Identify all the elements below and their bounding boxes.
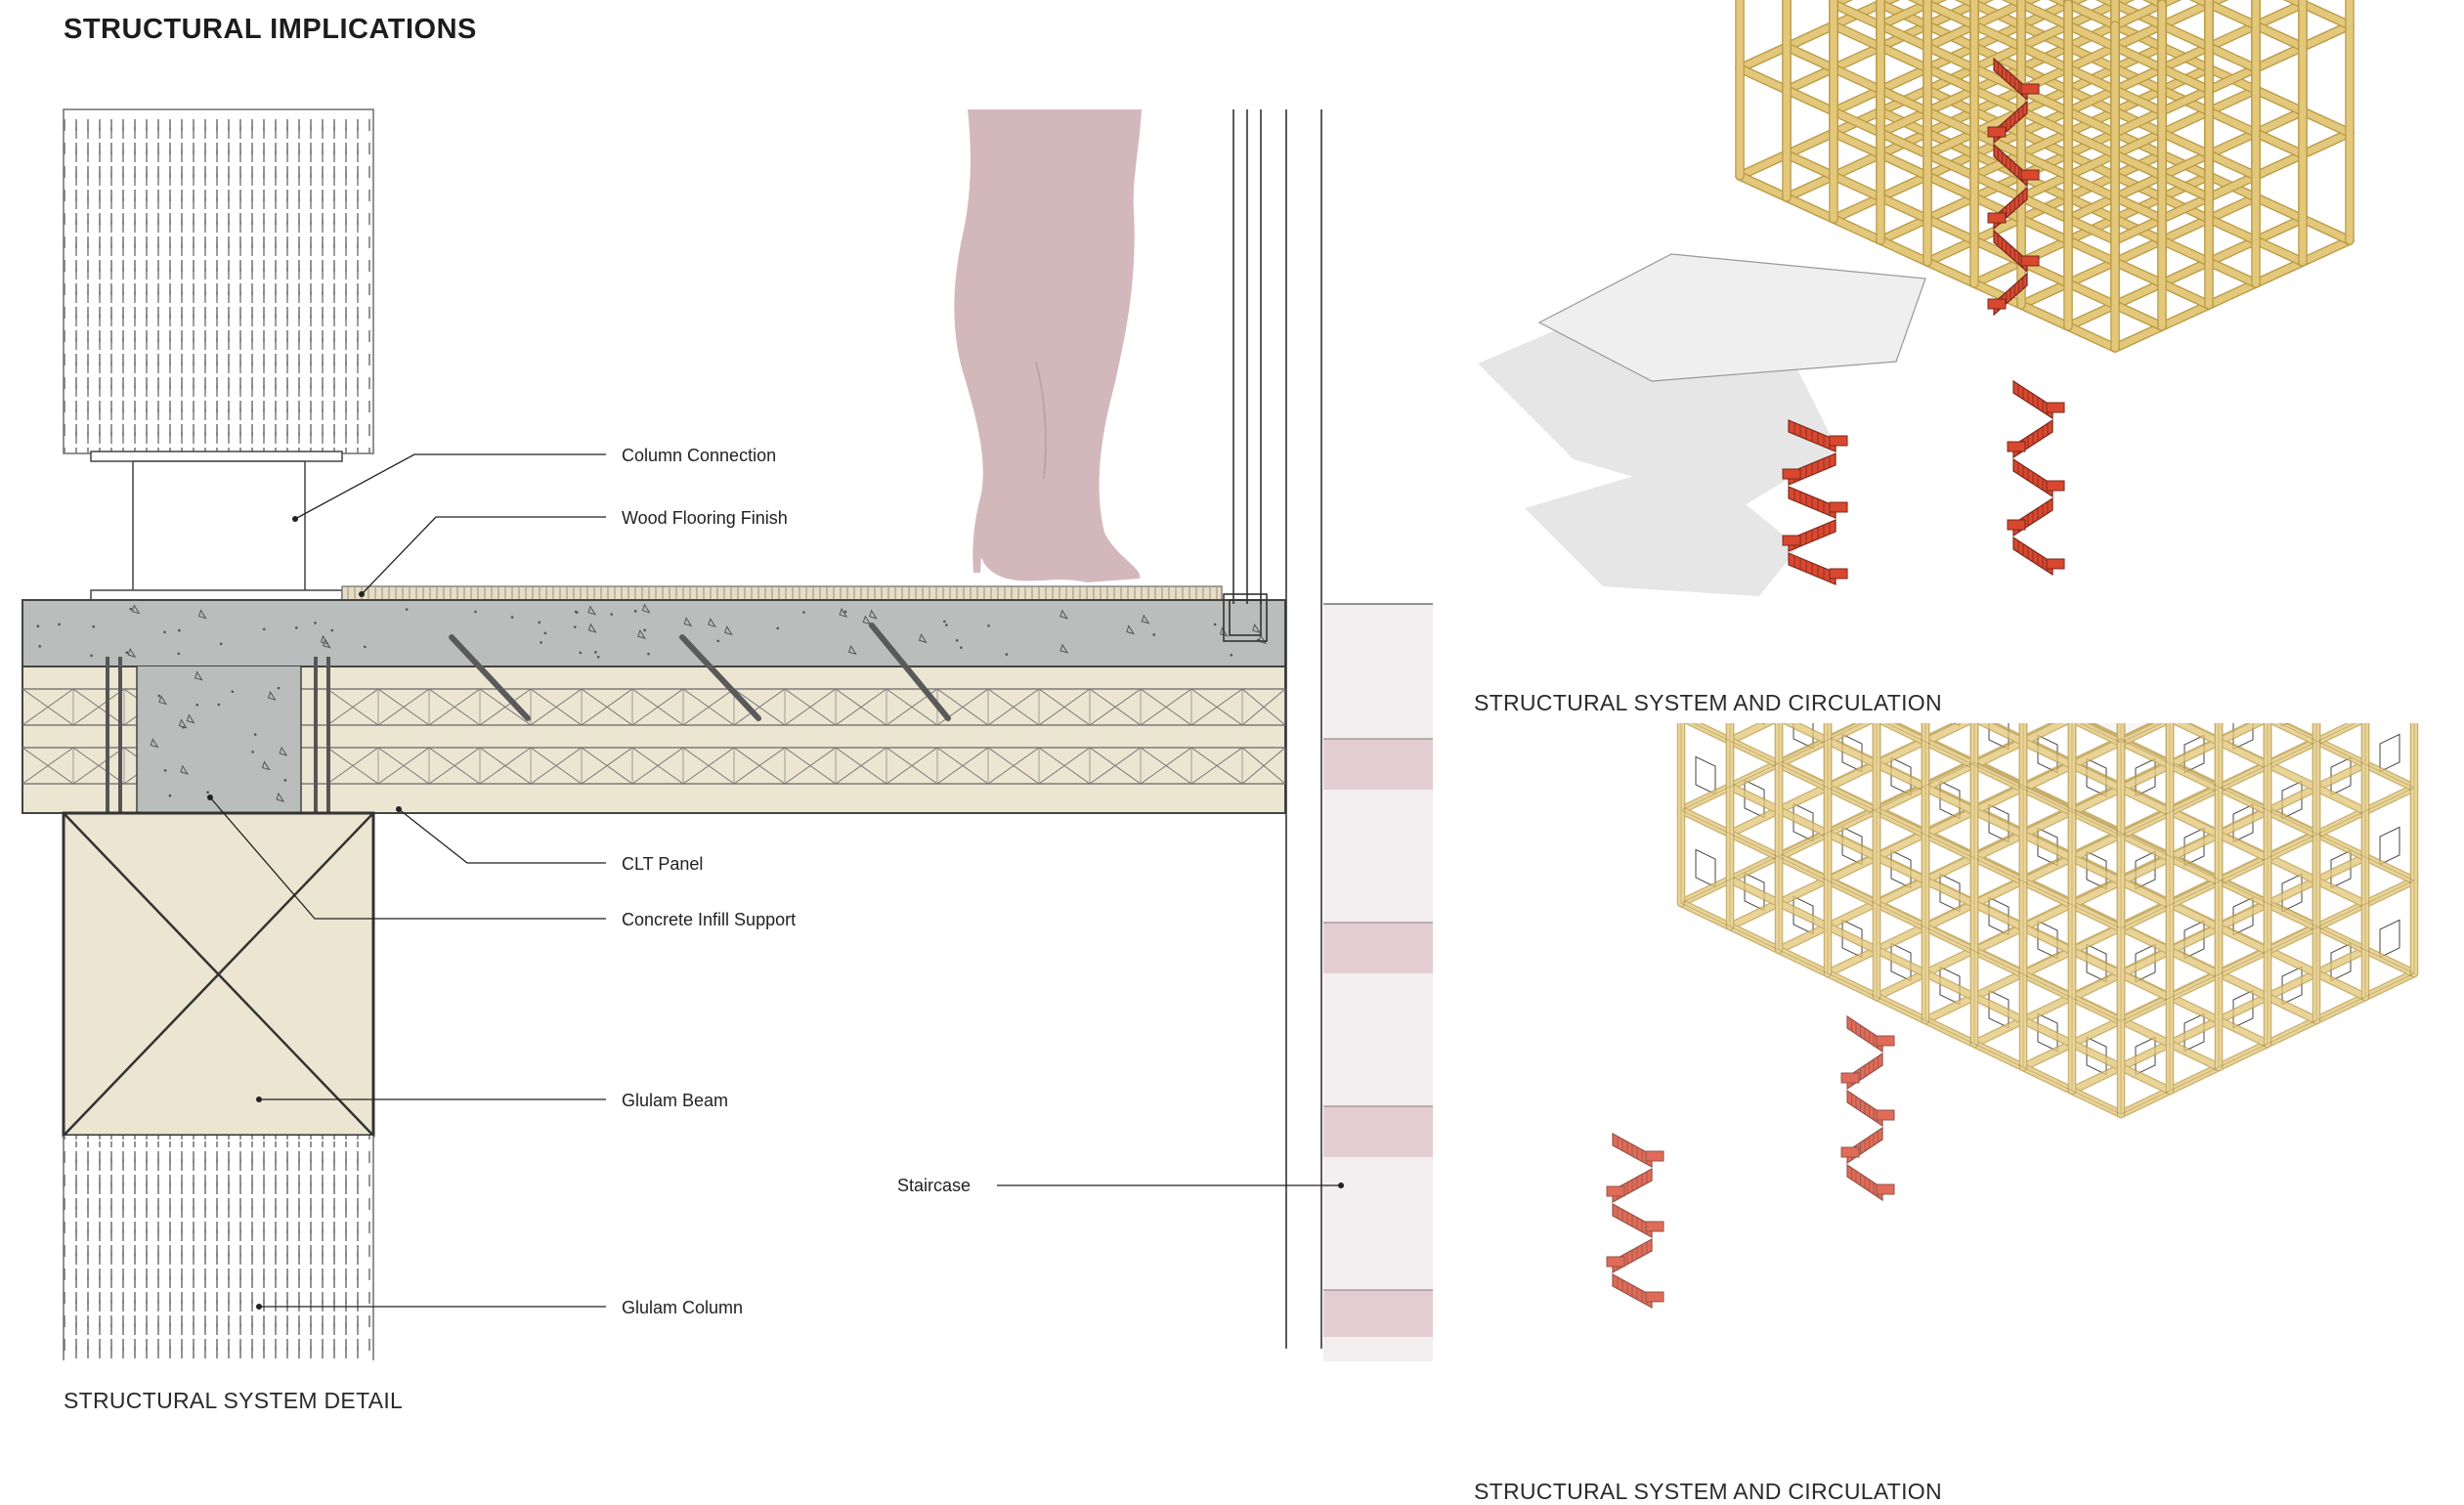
leader-lines (209, 453, 1341, 1308)
column-connection-plate (90, 451, 343, 601)
timber-frame-overlay (1676, 723, 2419, 1119)
axo-bottom-caption: STRUCTURAL SYSTEM AND CIRCULATION (1474, 1479, 1942, 1504)
axo-top-caption: STRUCTURAL SYSTEM AND CIRCULATION (1474, 690, 1942, 715)
lower-glulam-column (63, 1136, 374, 1360)
concrete-infill-support (136, 666, 302, 813)
floor-plate (1537, 253, 1926, 382)
label-concrete-infill-support: Concrete Infill Support (622, 910, 796, 929)
stair-cores-overlay (1606, 1014, 1895, 1310)
upper-glulam-column (63, 108, 374, 454)
axonometric-building-model (1606, 723, 2419, 1310)
stair-cores (1782, 57, 2065, 585)
wood-flooring-finish (341, 585, 1223, 601)
screw-fasteners (449, 623, 951, 721)
leader-dots (207, 516, 1344, 1310)
label-glulam-column: Glulam Column (622, 1298, 743, 1317)
axonometric-structure-circulation (1478, 0, 2355, 596)
label-column-connection: Column Connection (622, 446, 776, 465)
glulam-beam (62, 811, 375, 1138)
wall-section (1223, 109, 1322, 1349)
staircase-section (1323, 603, 1433, 1361)
label-clt-panel: CLT Panel (622, 854, 703, 874)
detail-caption: STRUCTURAL SYSTEM DETAIL (64, 1388, 404, 1413)
label-wood-flooring-finish: Wood Flooring Finish (622, 508, 788, 528)
label-staircase: Staircase (897, 1176, 971, 1195)
label-glulam-beam: Glulam Beam (622, 1091, 728, 1110)
page-title: STRUCTURAL IMPLICATIONS (64, 14, 477, 45)
concrete-topping (22, 599, 1286, 667)
human-figure-silhouette (954, 109, 1142, 582)
